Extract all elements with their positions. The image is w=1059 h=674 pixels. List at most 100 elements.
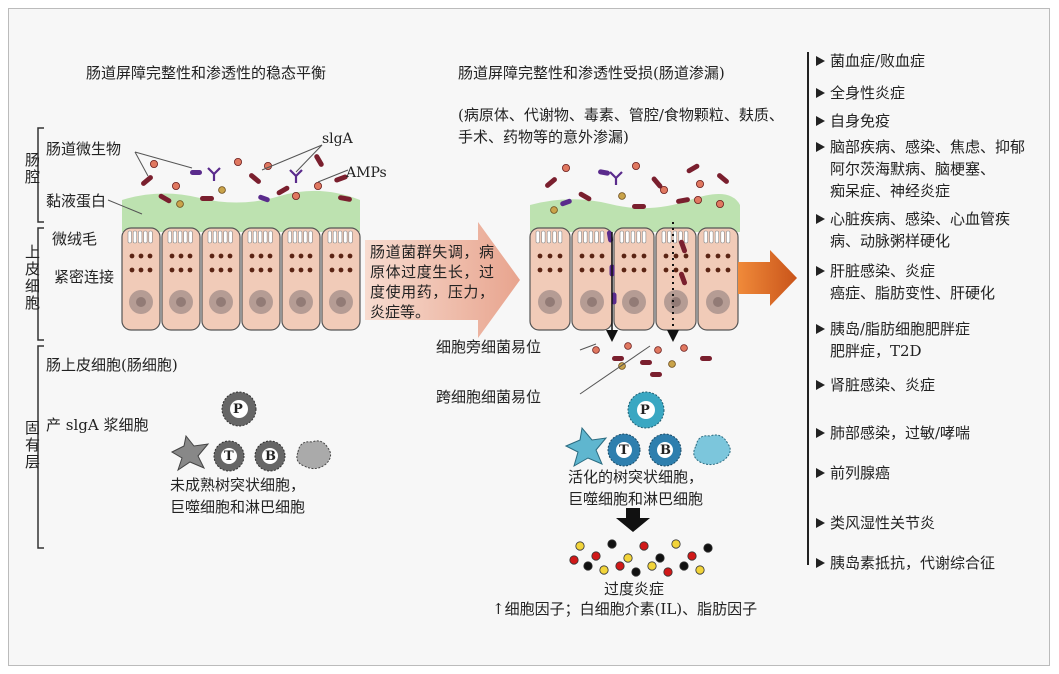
cytokine-dot — [679, 561, 689, 571]
cytokine-dot — [687, 551, 697, 561]
amp-particle — [291, 191, 300, 200]
junction-dot — [673, 267, 679, 273]
junction-dot — [347, 267, 353, 273]
microvillus — [178, 230, 183, 244]
junction-dot — [338, 253, 344, 259]
leaked-bacterium — [650, 372, 662, 377]
epithelium-label: 上皮细胞 — [23, 244, 41, 312]
epithelial-cell — [161, 227, 201, 331]
junction-dot — [537, 253, 543, 259]
leaked-particle — [592, 346, 600, 354]
plasma-cell-label: 产 slgA 浆细胞 — [46, 416, 149, 434]
junction-dot — [557, 253, 563, 259]
disease-item: 胰岛素抵抗，代谢综合征 — [830, 554, 996, 572]
junction-dot — [227, 267, 233, 273]
bacterium-rod — [314, 154, 324, 167]
junction-dot — [267, 267, 273, 273]
microvillus — [703, 230, 708, 244]
microvillus — [672, 230, 678, 244]
junction-dot — [218, 267, 224, 273]
bacterium-rod — [651, 176, 663, 189]
leaked-bacterium — [640, 360, 652, 365]
amp-particle — [694, 195, 703, 204]
epithelial-cell — [281, 227, 321, 331]
junction-dot — [249, 253, 255, 259]
junction-dot — [129, 267, 135, 273]
epithelial-cell — [529, 227, 571, 331]
junction-dot — [138, 267, 144, 273]
dendritic-cell-left — [170, 434, 210, 472]
junction-dot — [178, 267, 184, 273]
t-cell-left — [213, 440, 245, 472]
junction-dot — [289, 267, 295, 273]
bacterium-rod — [676, 197, 690, 204]
disease-item: 类风湿性关节炎 — [830, 514, 936, 532]
epithelial-cell — [697, 227, 739, 331]
microvillus — [258, 230, 263, 244]
junction-dot — [589, 253, 595, 259]
disease-item: 肾脏感染、炎症 — [830, 376, 936, 394]
nucleolus — [296, 297, 306, 307]
junction-dot — [209, 267, 215, 273]
microvillus — [287, 230, 292, 244]
microvillus — [583, 230, 588, 244]
microvillus — [541, 230, 546, 244]
junction-dot — [705, 253, 711, 259]
junction-dot — [683, 267, 689, 273]
disease-arrow-icon — [816, 428, 825, 438]
junction-dot — [218, 253, 224, 259]
dendritic-cell-right — [564, 426, 608, 468]
bacterium-purple — [190, 170, 202, 175]
disease-arrow-icon — [816, 88, 825, 98]
right-subtitle: (病原体、代谢物、毒素、管腔/食物颗粒、麸质、手术、药物等的意外渗漏) — [458, 106, 784, 146]
transition-arrow — [365, 222, 520, 338]
amp-particle — [233, 157, 242, 166]
microvillus — [619, 230, 624, 244]
nucleolus — [176, 297, 186, 307]
epithelium-left — [121, 227, 361, 331]
cytokine-dot — [599, 565, 609, 575]
amp-particle — [562, 163, 571, 172]
bacterium-rod — [686, 163, 700, 174]
cytokine-dot — [583, 561, 593, 571]
excess-inflammation-label: 过度炎症 — [604, 580, 665, 598]
microvillus — [223, 230, 228, 244]
microvillus — [535, 230, 540, 244]
junction-dot — [138, 253, 144, 259]
microbiota-pointer — [107, 144, 349, 215]
cell-body — [201, 227, 241, 331]
immune-cells-label: 未成熟树突状细胞， 巨噬细胞和淋巴细胞 — [170, 476, 306, 516]
leaked-particle — [624, 342, 632, 350]
disease-arrow-icon — [816, 116, 825, 126]
microbes-left — [141, 154, 352, 208]
microvillus — [247, 230, 252, 244]
junction-dot — [589, 267, 595, 273]
nucleolus — [545, 297, 555, 307]
microvilli-label: 微绒毛 — [52, 230, 98, 248]
disease-arrow-icon — [816, 56, 825, 66]
microvillus — [148, 230, 153, 244]
junction-dot — [621, 267, 627, 273]
disease-item: 前列腺癌 — [830, 464, 891, 482]
junction-dot — [579, 253, 585, 259]
junction-dot — [579, 267, 585, 273]
disease-item: 脑部疾病、感染、焦虑、抑郁 阿尔茨海默病、脑梗塞、 痴呆症、神经炎症 — [830, 138, 1026, 200]
siga-antibody — [207, 167, 221, 181]
junction-dot — [557, 267, 563, 273]
nucleolus — [336, 297, 346, 307]
inflammation-down-arrow — [616, 508, 650, 532]
bacterium-rod — [678, 239, 688, 254]
siga-arm — [609, 171, 623, 185]
disease-item: 自身免疫 — [830, 112, 891, 130]
junction-dot — [547, 267, 553, 273]
microvillus — [138, 230, 143, 244]
cytokine-dot — [671, 539, 681, 549]
microvillus — [594, 230, 599, 244]
leaked-particles — [592, 342, 712, 377]
cell-body — [655, 227, 697, 331]
cell-body — [697, 227, 739, 331]
nucleolus — [136, 297, 146, 307]
microvillus — [308, 230, 313, 244]
microvillus — [303, 230, 308, 244]
